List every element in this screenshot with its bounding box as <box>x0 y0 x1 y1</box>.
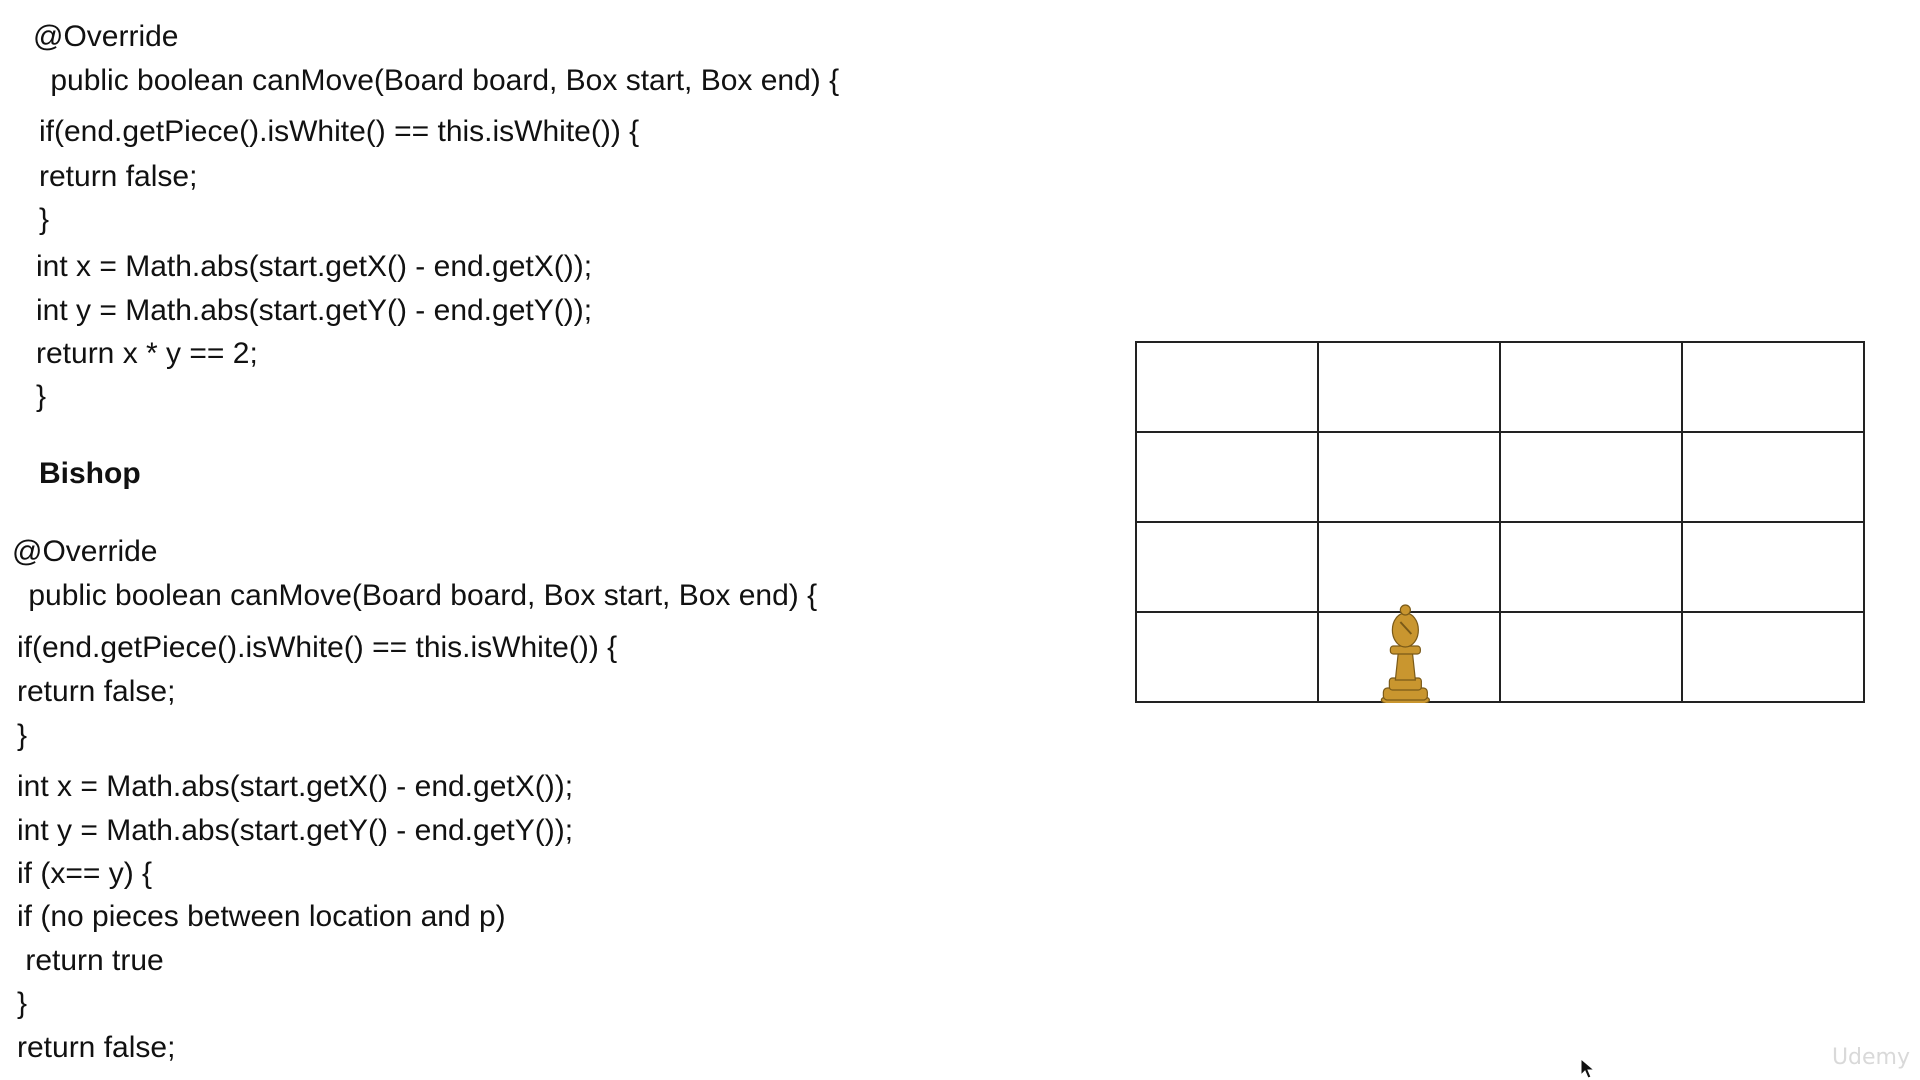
chess-board-grid <box>1135 341 1865 703</box>
board-square <box>1135 341 1319 433</box>
board-grid-lines <box>1135 341 1865 703</box>
knight-code-line: if(end.getPiece().isWhite() == this.isWh… <box>39 115 640 148</box>
board-square <box>1681 431 1865 523</box>
board-square <box>1681 341 1865 433</box>
bishop-code-line: int x = Math.abs(start.getX() - end.getX… <box>17 770 574 803</box>
bishop-code-line: if (x== y) { <box>17 857 153 890</box>
knight-code-line: public boolean canMove(Board board, Box … <box>42 64 840 97</box>
mouse-cursor-icon <box>1580 1058 1596 1079</box>
board-square <box>1499 521 1683 613</box>
bishop-code-line: public boolean canMove(Board board, Box … <box>20 579 818 612</box>
bishop-code-line: @Override <box>12 535 158 568</box>
bishop-code-line: } <box>17 719 28 752</box>
knight-code-line: int x = Math.abs(start.getX() - end.getX… <box>36 250 593 283</box>
udemy-watermark: Udemy <box>1831 1045 1910 1070</box>
bishop-code-line: int y = Math.abs(start.getY() - end.getY… <box>17 814 574 847</box>
knight-code-line: @Override <box>33 20 179 53</box>
knight-code-line: } <box>36 380 47 413</box>
board-square <box>1317 431 1501 523</box>
board-square <box>1135 431 1319 523</box>
bishop-piece-icon <box>1380 604 1430 703</box>
bishop-code-line: return false; <box>17 1031 176 1064</box>
board-square <box>1317 341 1501 433</box>
board-square <box>1681 521 1865 613</box>
board-square <box>1499 431 1683 523</box>
knight-code-line: return x * y == 2; <box>36 337 258 370</box>
board-square <box>1317 521 1501 613</box>
board-square <box>1135 521 1319 613</box>
bishop-code-line: } <box>17 987 28 1020</box>
knight-code-line: } <box>39 203 50 236</box>
bishop-code-line: return false; <box>17 675 176 708</box>
bishop-code-line: if(end.getPiece().isWhite() == this.isWh… <box>17 631 618 664</box>
bishop-heading: Bishop <box>39 457 141 490</box>
knight-code-line: return false; <box>39 160 198 193</box>
board-square <box>1135 611 1319 703</box>
board-square <box>1499 611 1683 703</box>
board-square <box>1681 611 1865 703</box>
bishop-code-line: if (no pieces between location and p) <box>17 900 506 933</box>
bishop-code-line: return true <box>17 944 164 977</box>
knight-code-line: int y = Math.abs(start.getY() - end.getY… <box>36 294 593 327</box>
board-square <box>1499 341 1683 433</box>
